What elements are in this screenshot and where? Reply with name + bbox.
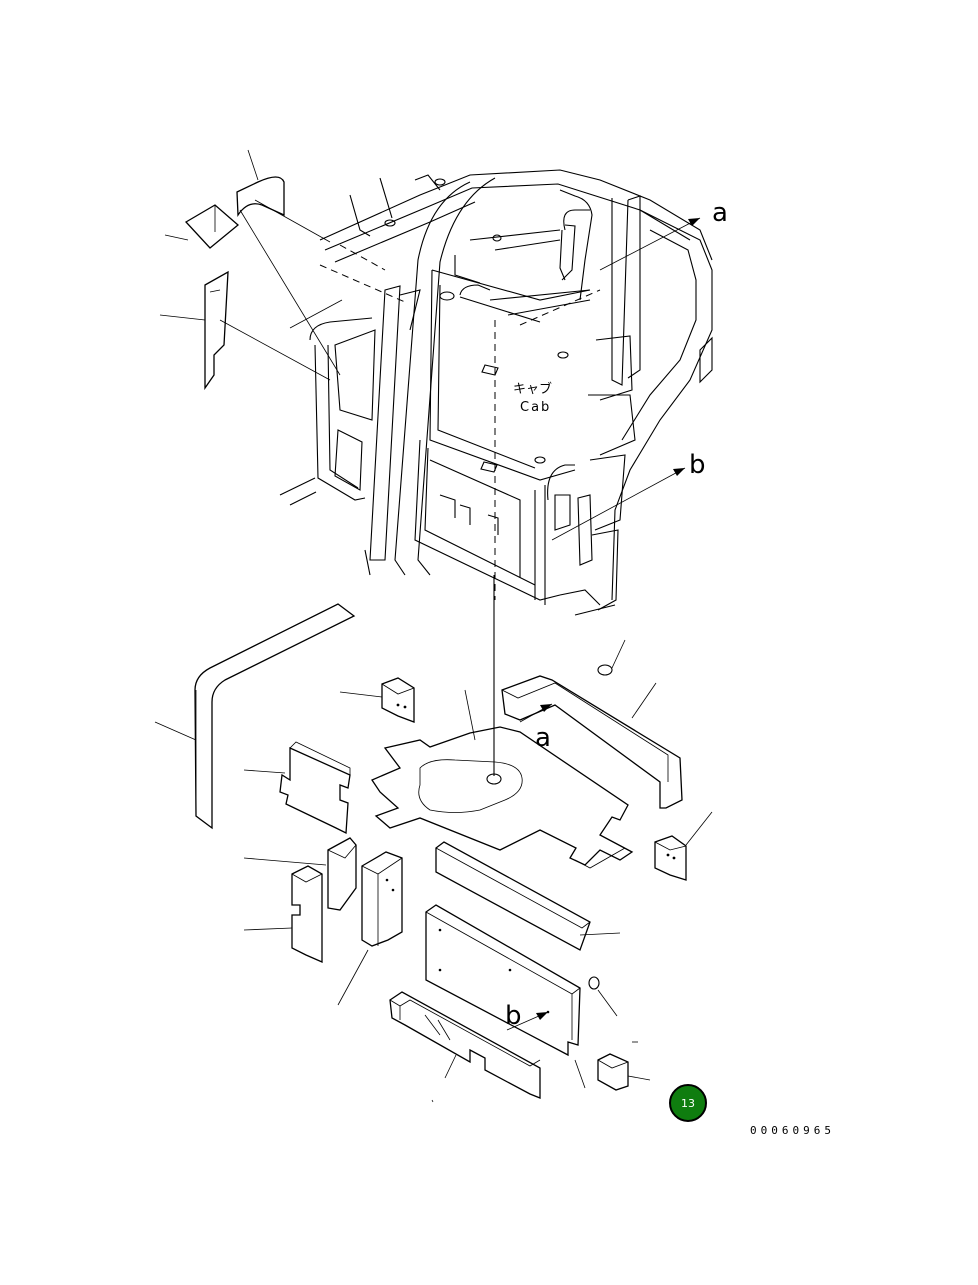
cab-label-en: Cab: [520, 400, 551, 415]
part-u-bracket: [502, 676, 682, 808]
part-small-block-2: [655, 836, 686, 880]
ref-arrow-a-top: [600, 218, 700, 270]
part-upright-block: [362, 852, 402, 946]
part-upright-pad: [292, 866, 322, 962]
callout-number-badge[interactable]: 13: [669, 1084, 707, 1122]
part-small-block-1: [382, 678, 414, 722]
part-small-block-3: [598, 1054, 628, 1090]
part-bottom-channel: [390, 992, 540, 1098]
ref-arrow-b-top: [552, 468, 685, 540]
part-triangular-wedge: [186, 205, 238, 248]
part-notched-pad: [280, 742, 350, 833]
ref-label-b-top: b: [689, 450, 706, 480]
part-wedge-block: [328, 838, 356, 910]
drawing-number: 00060965: [750, 1124, 835, 1137]
part-curved-strip: [237, 177, 284, 215]
ref-label-b-bottom: b: [505, 1001, 522, 1031]
part-long-bar-1: [436, 842, 590, 950]
part-l-rail: [195, 604, 354, 828]
part-tall-pad: [205, 272, 228, 388]
part-floor-mat: [372, 727, 632, 868]
cab-label-jp: キャブ: [513, 381, 552, 397]
ref-label-a-bottom: a: [535, 723, 551, 753]
ref-label-a-top: a: [712, 198, 728, 228]
cab-assembly: [280, 170, 712, 615]
